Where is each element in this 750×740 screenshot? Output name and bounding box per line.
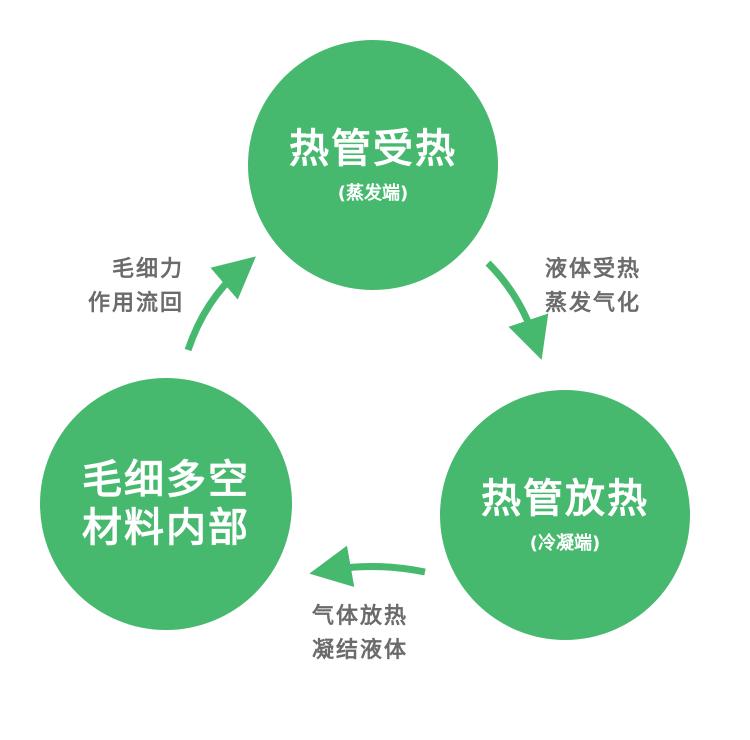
label-line: 毛细力: [111, 257, 184, 282]
node-title-line2: 材料内部: [82, 505, 250, 551]
node-capillary: 毛细多空 材料内部: [40, 378, 292, 630]
label-line: 作用流回: [87, 291, 184, 316]
label-line: 液体受热: [545, 257, 642, 282]
node-subtitle: (冷凝端): [529, 533, 601, 554]
arrow-left-to-top: [184, 256, 256, 352]
edge-label-capillary-return: 毛细力 作用流回: [60, 253, 184, 321]
node-title-line1: 毛细多空: [82, 457, 250, 503]
node-heat-release: 热管放热 (冷凝端): [440, 390, 690, 640]
node-title: 热管受热: [289, 126, 457, 172]
label-line: 蒸发气化: [545, 291, 642, 316]
arrow-right-to-left: [309, 545, 426, 588]
arrow-top-to-right: [485, 260, 549, 360]
label-line: 气体放热: [312, 604, 409, 629]
node-title: 热管放热: [481, 476, 649, 522]
node-subtitle: (蒸发端): [337, 183, 409, 204]
edge-label-condense: 气体放热 凝结液体: [312, 600, 408, 668]
edge-label-evaporate: 液体受热 蒸发气化: [545, 253, 641, 321]
label-line: 凝结液体: [312, 638, 409, 663]
node-heat-absorb: 热管受热 (蒸发端): [248, 40, 498, 290]
